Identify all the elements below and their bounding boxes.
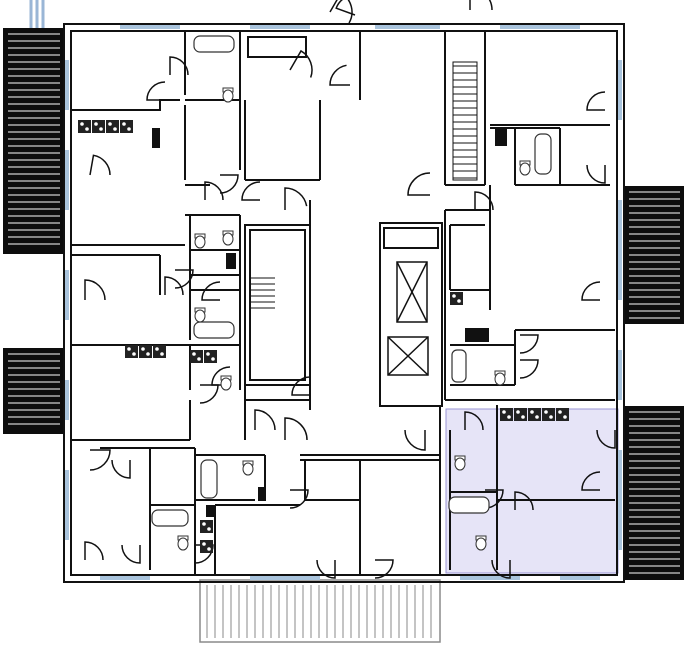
balcony-west-lower xyxy=(3,348,65,434)
windows xyxy=(65,25,622,580)
toilets xyxy=(177,87,531,551)
staircase-central xyxy=(250,277,275,309)
elevator-2 xyxy=(387,336,429,376)
entrance-terrace xyxy=(199,579,441,643)
balcony-east-lower xyxy=(624,406,684,580)
elevator-1 xyxy=(396,261,428,323)
staircase-north xyxy=(452,61,478,181)
kitchen-stoves xyxy=(78,120,569,553)
balcony-west-upper xyxy=(3,28,65,254)
interior-walls xyxy=(71,31,615,575)
balcony-east-upper xyxy=(624,186,684,324)
bathtubs xyxy=(151,35,552,527)
outer-walls xyxy=(63,23,625,583)
